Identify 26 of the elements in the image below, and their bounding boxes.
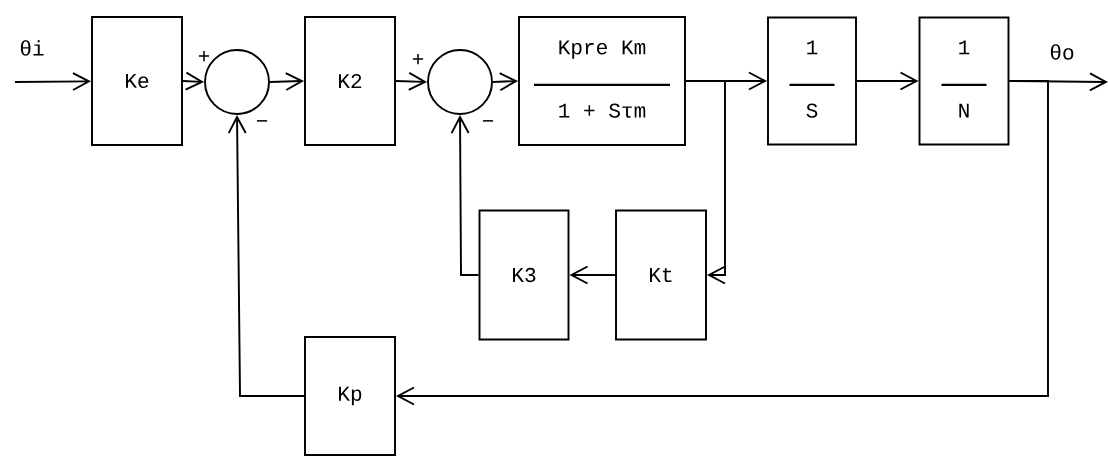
arrow — [182, 71, 205, 91]
signal-label: θi — [20, 40, 44, 56]
transfer-function-box: 1 N — [918, 16, 1010, 146]
arrow — [450, 114, 480, 276]
block-box: Ke — [91, 16, 183, 146]
transfer-function-box: Kpre Km 1 + Sτm — [518, 16, 686, 146]
block-box: Kt — [615, 209, 707, 341]
summing-junction — [427, 49, 493, 115]
block-box: Kp — [304, 336, 396, 456]
arrow — [395, 80, 1049, 406]
arrow — [856, 71, 919, 91]
arrow — [685, 80, 726, 285]
arrow — [14, 72, 92, 91]
arrow — [395, 71, 428, 91]
transfer-function-box: 1 S — [767, 16, 857, 146]
signal-label: θo — [1050, 44, 1074, 60]
arrow — [269, 72, 305, 91]
arrow — [569, 265, 616, 285]
block-box: K3 — [478, 209, 570, 341]
sign-label: + — [412, 53, 424, 65]
block-box: K2 — [304, 16, 396, 146]
arrow — [227, 114, 305, 397]
sign-label: − — [256, 120, 268, 122]
arrow — [492, 72, 519, 92]
sign-label: + — [198, 50, 210, 62]
sign-label: − — [482, 120, 494, 122]
